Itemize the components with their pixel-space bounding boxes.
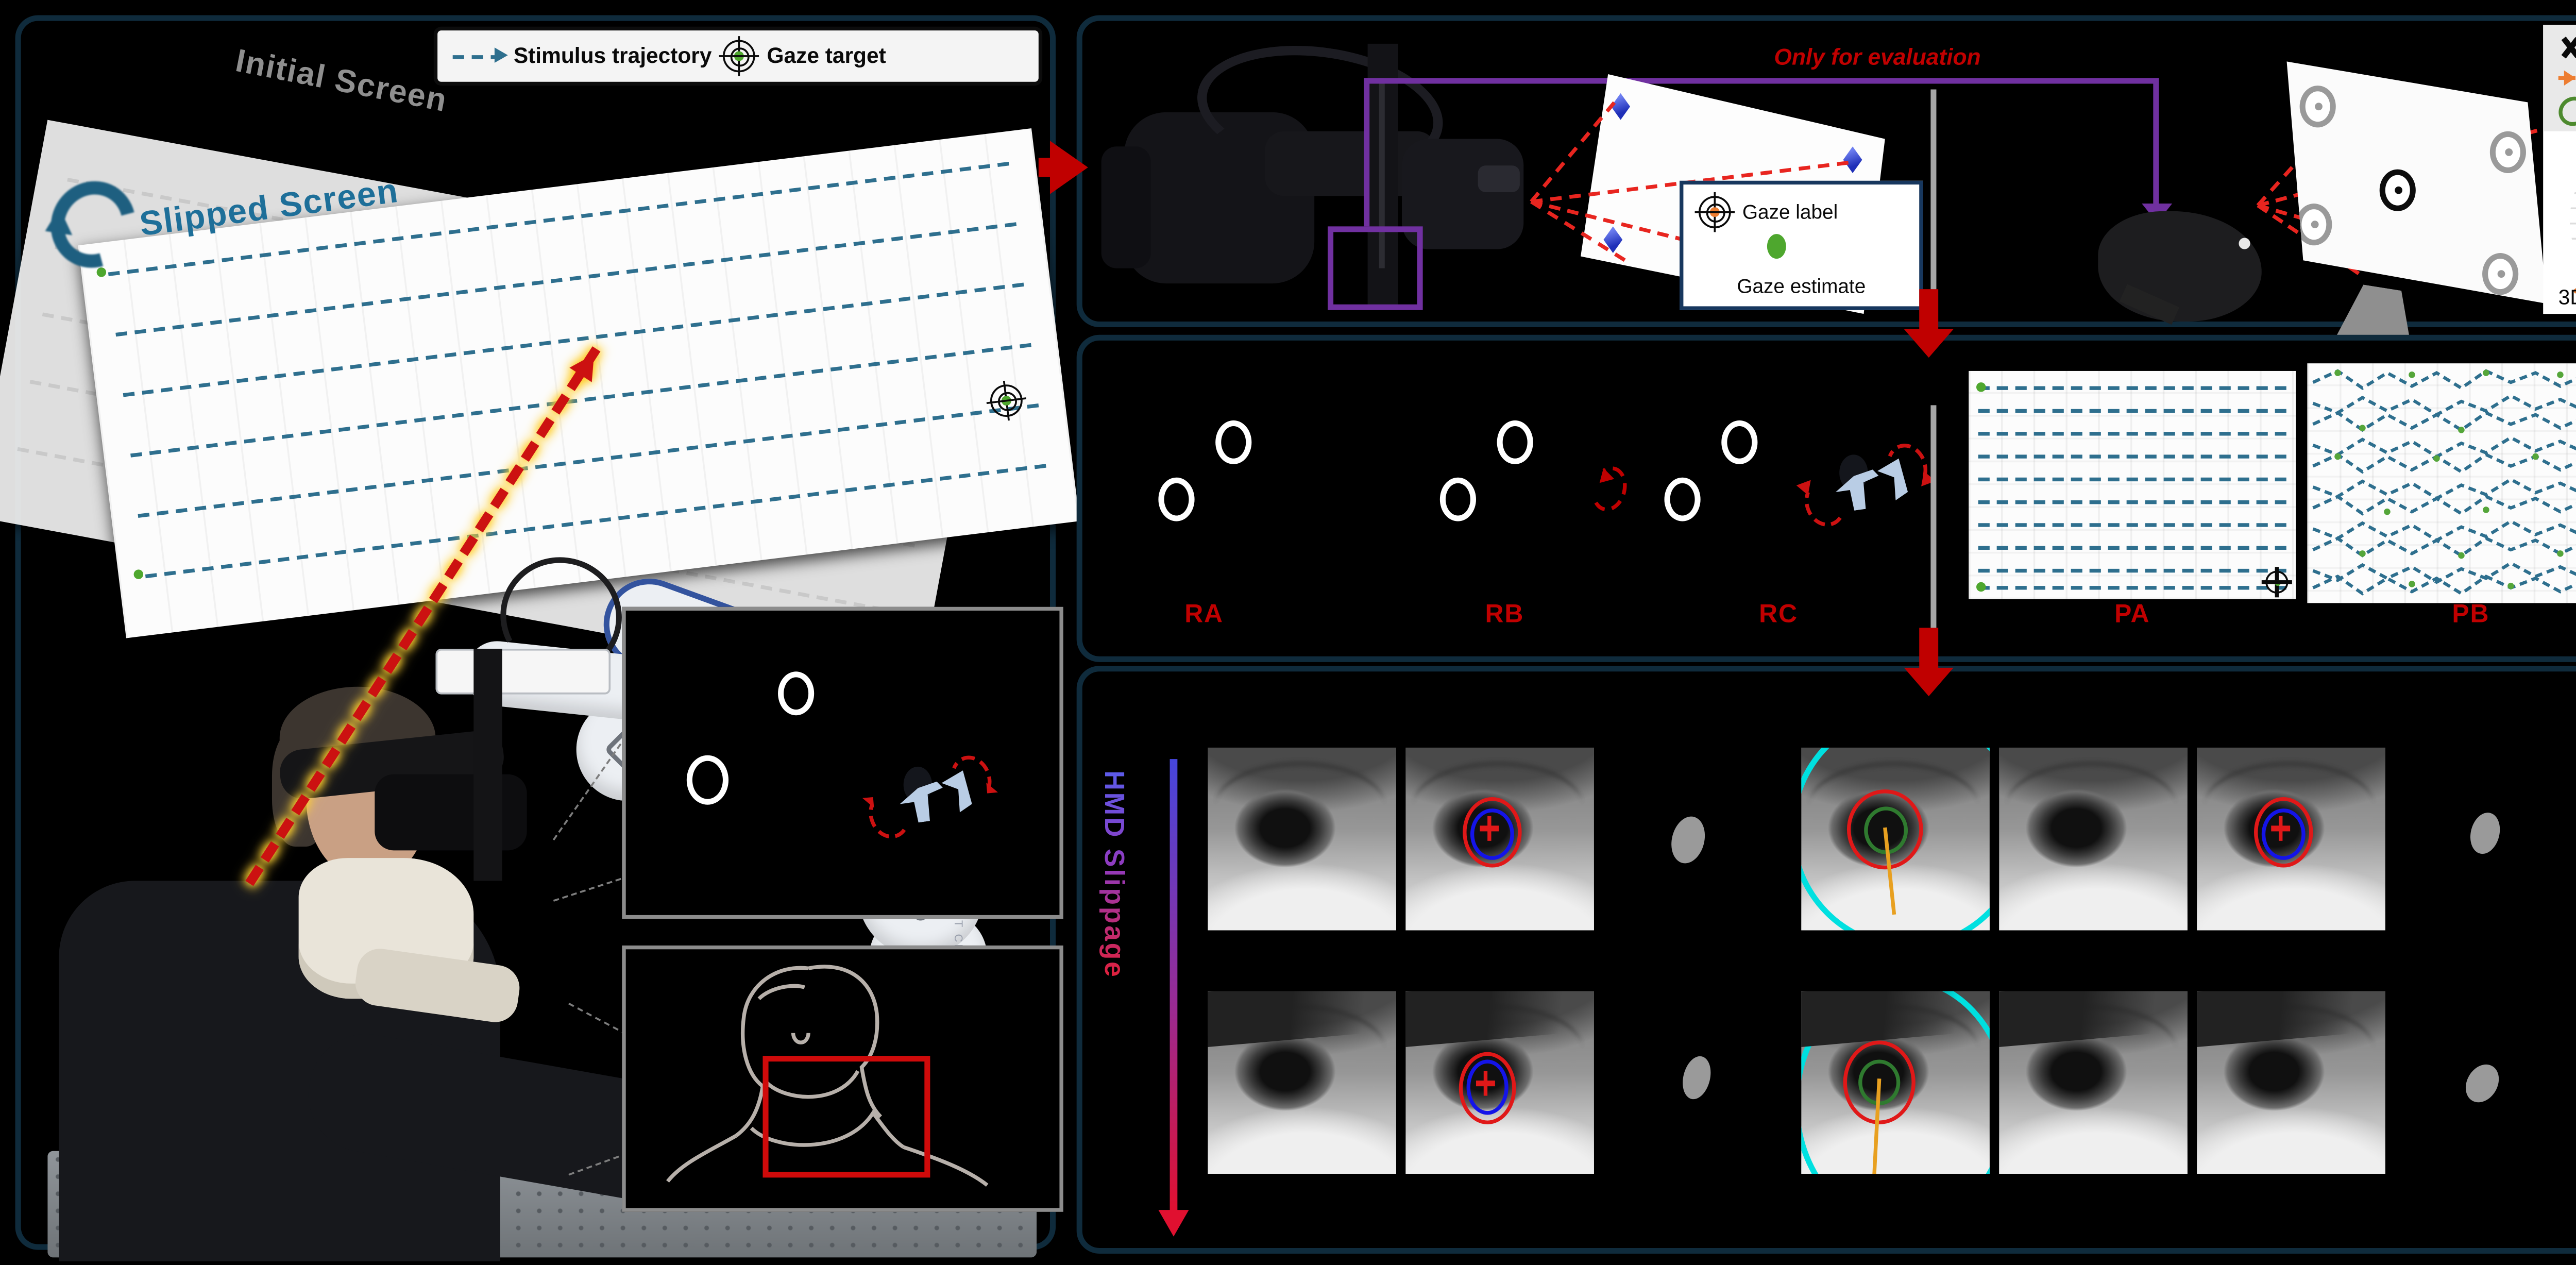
monitor-screen	[2286, 61, 2547, 304]
robot-end-camera	[435, 648, 611, 695]
hmd-photo-camera	[1478, 165, 1520, 192]
pupil-mask	[2395, 991, 2576, 1174]
hmd-rig-slot	[1379, 78, 1385, 268]
purple-connector-across	[1364, 78, 2159, 84]
eye-image-raw-slipped	[2197, 991, 2385, 1174]
dataset-samples-panel: 6DoF HMD pose HMD Slippage	[1076, 666, 2576, 1254]
flow-arrow-down-1	[1919, 289, 1939, 331]
flow-arrow-right	[1038, 141, 1115, 194]
rb-ring	[1497, 420, 1533, 464]
section-divider	[1930, 405, 1937, 637]
gaze-target-icon	[719, 36, 759, 76]
eye-camera-highlight-box	[1328, 226, 1423, 310]
eye-image-2d-annotated	[1405, 747, 1594, 931]
eye-center-icon	[2558, 36, 2576, 59]
ra-ring	[1158, 477, 1195, 521]
gaze-label-text: Gaze label	[1742, 200, 1838, 224]
hmd-visor	[375, 774, 527, 851]
eye-image-2d-annotated	[2197, 747, 2385, 931]
gaze-label-icon	[1694, 192, 1735, 232]
ra-label: RA	[1184, 599, 1224, 628]
purple-connector-up	[1364, 78, 1370, 227]
stimulus-line	[115, 222, 1017, 337]
eye-image-raw-slipped	[1999, 991, 2188, 1174]
gaze-estimate-dot	[1767, 234, 1786, 259]
eye-image-raw	[1999, 747, 2188, 931]
pupil-mask	[1603, 991, 1792, 1174]
pupil-mask	[1603, 747, 1792, 931]
flow-arrow-down-2	[1919, 628, 1939, 670]
setup-panel: Initial Screen Slipped Screen Stimulus t…	[0, 15, 1080, 1261]
stimulus-patterns-panel: RA RB RC PA	[1076, 334, 2576, 662]
optical-axis-icon	[2558, 66, 2576, 89]
pb-label: PB	[2452, 599, 2490, 628]
eye-image-3d-annotated	[1801, 747, 1990, 931]
hmd-photo-eyecup	[1101, 146, 1151, 268]
eyeball-3d-model	[2569, 142, 2576, 299]
gaze-target-icon	[988, 382, 1025, 419]
stimulus-trajectory-icon	[452, 47, 508, 63]
scene-sketch-inset	[622, 945, 1063, 1212]
eye-image-3d-annotated-slipped	[1801, 991, 1990, 1174]
pa-label: PA	[2114, 599, 2150, 628]
rb-rotation-arc	[1586, 462, 1632, 516]
trajectory-end-dot	[133, 569, 144, 580]
gaze-legend-box: Gaze label Gaze estimate	[1680, 180, 1923, 310]
rc-ring	[1664, 477, 1701, 521]
section-divider	[1930, 89, 1937, 314]
hmd-topview-icon	[862, 750, 998, 845]
slippage-gradient-arrow	[1157, 759, 1188, 1237]
annotation-3d-label: 3D Annotation	[2558, 287, 2576, 310]
gaze-target-label: Gaze target	[767, 44, 886, 68]
rc-label: RC	[1759, 599, 1798, 628]
neck-brace-sketch	[666, 965, 989, 1187]
annotation-legend: Eye center Pupil center Optical Axis Eye…	[2543, 24, 2576, 314]
eye-image-2d-annotated-slipped	[1405, 991, 1594, 1174]
hmd-mount-bar	[473, 648, 502, 881]
eye-image-raw	[1208, 747, 1396, 931]
rc-ring	[1721, 420, 1758, 464]
eye-image-raw-slipped	[1208, 991, 1396, 1174]
rc-hmd-topview-icon	[1796, 437, 1936, 533]
trajectory-start-dot	[96, 267, 107, 278]
stimulus-ring	[686, 755, 729, 805]
ra-ring	[1215, 420, 1252, 464]
pattern-pa	[1969, 370, 2296, 599]
pupil-mask	[2395, 747, 2576, 931]
stimulus-view-inset	[622, 606, 1063, 919]
scene-camera-silhouette	[2098, 211, 2262, 322]
stimulus-line	[138, 403, 1039, 518]
purple-connector-down	[2153, 78, 2159, 208]
annotation-pipeline-panel: Only for evaluation Gaze label Gaze esti…	[1076, 15, 2576, 327]
initial-screen-label: Initial Screen	[232, 42, 450, 120]
rb-ring	[1439, 477, 1476, 521]
evaluation-note: Only for evaluation	[1774, 43, 1981, 71]
stimulus-trajectory-label: Stimulus trajectory	[513, 44, 712, 68]
gaze-target-icon	[2261, 567, 2292, 598]
gaze-estimate-text: Gaze estimate	[1737, 276, 1866, 299]
collar-highlight-box	[762, 1056, 930, 1178]
hmd-slippage-label: HMD Slippage	[1097, 770, 1128, 979]
trajectory-legend: Stimulus trajectory Gaze target	[433, 26, 1043, 86]
pattern-pb	[2307, 363, 2576, 603]
rb-label: RB	[1485, 599, 1524, 628]
stimulus-ring	[778, 671, 815, 716]
